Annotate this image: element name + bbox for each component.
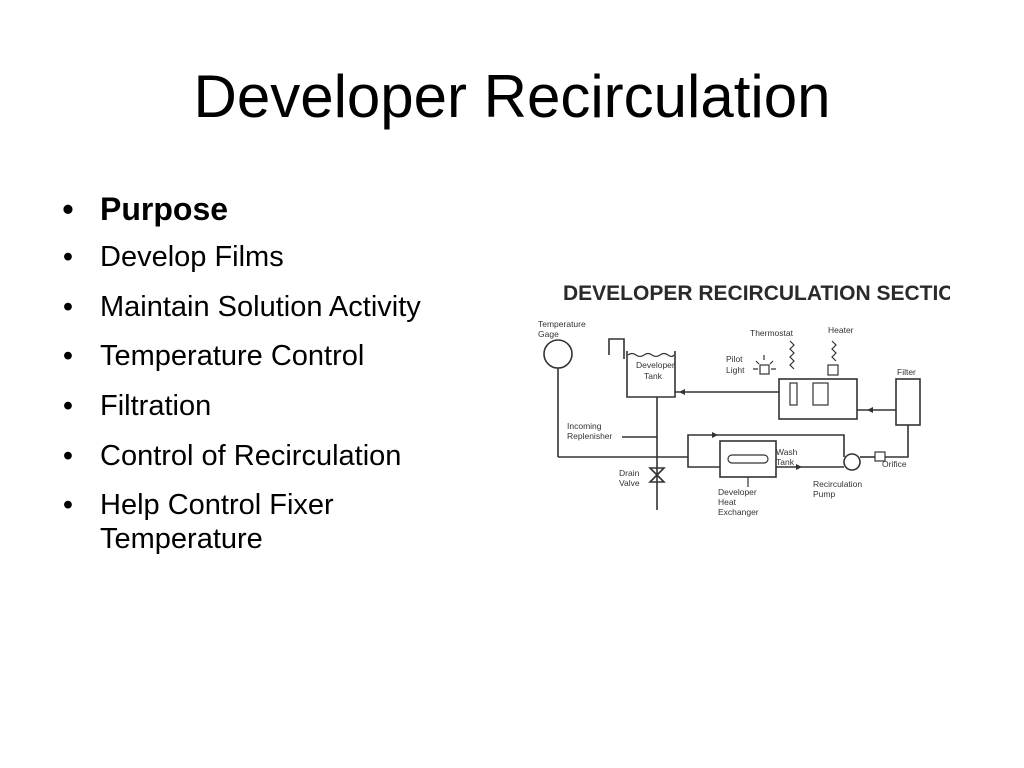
drain-valve-icon bbox=[648, 467, 666, 483]
tank-liquid-icon bbox=[627, 352, 675, 358]
bullet-item-filtration: • Filtration bbox=[58, 389, 498, 423]
bullet-icon: • bbox=[62, 191, 74, 227]
label-pilot-light-1: Pilot bbox=[726, 354, 743, 364]
pilot-light-rays-icon bbox=[753, 355, 776, 370]
label-thermostat: Thermostat bbox=[750, 328, 794, 338]
slide-title: Developer Recirculation bbox=[193, 63, 831, 130]
heat-exchanger-coil-icon bbox=[727, 454, 769, 464]
flow-arrow-icon bbox=[796, 464, 802, 470]
label-developer-tank-2: Tank bbox=[644, 371, 663, 381]
label-recirculation-pump-2: Pump bbox=[813, 489, 835, 499]
bullet-text: Develop Films bbox=[100, 241, 284, 273]
thermostat-probe-icon bbox=[789, 382, 798, 406]
label-temperature-gage-2: Gage bbox=[538, 329, 559, 339]
label-heat-exchanger-3: Exchanger bbox=[718, 507, 759, 517]
heater-tank-icon bbox=[778, 378, 858, 420]
bullet-icon: • bbox=[62, 390, 74, 423]
bullet-text: Purpose bbox=[100, 191, 229, 227]
label-drain-valve-1: Drain bbox=[619, 468, 640, 478]
diagram-heading: DEVELOPER RECIRCULATION SECTION bbox=[563, 282, 950, 305]
bullet-icon: • bbox=[62, 489, 74, 522]
label-developer-tank-1: Developer bbox=[636, 360, 675, 370]
filter-icon bbox=[895, 378, 921, 426]
heater-coil-icon bbox=[831, 340, 837, 362]
bullet-item-purpose: • Purpose bbox=[58, 188, 498, 230]
label-incoming-replenisher-1: Incoming bbox=[567, 421, 602, 431]
label-incoming-replenisher-2: Replenisher bbox=[567, 431, 613, 441]
bullet-item-temperature-control: • Temperature Control bbox=[58, 339, 498, 373]
label-recirculation-pump-1: Recirculation bbox=[813, 479, 862, 489]
pilot-light-icon bbox=[759, 364, 770, 375]
bullet-text: Temperature Control bbox=[100, 340, 365, 373]
filter-inlet-pipe bbox=[885, 425, 909, 458]
bullet-icon: • bbox=[62, 290, 74, 323]
bullet-list: • Purpose • Develop Films • Maintain Sol… bbox=[58, 188, 498, 572]
heater-element-icon bbox=[812, 382, 829, 406]
label-orifice: Orifice bbox=[882, 459, 907, 469]
bullet-text: Help Control Fixer Temperature bbox=[100, 489, 334, 556]
tank-overflow-pipe bbox=[608, 338, 625, 359]
recirculation-pump-icon bbox=[843, 453, 861, 471]
orifice-icon bbox=[874, 451, 886, 462]
label-heater: Heater bbox=[828, 325, 854, 335]
bullet-icon: • bbox=[62, 439, 74, 472]
label-heat-exchanger-2: Heat bbox=[718, 497, 737, 507]
label-wash-tank-2: Tank bbox=[776, 457, 795, 467]
label-wash-tank-1: Wash bbox=[776, 447, 798, 457]
bullet-text: Maintain Solution Activity bbox=[100, 290, 421, 323]
label-drain-valve-2: Valve bbox=[619, 478, 640, 488]
recirculation-diagram: DEVELOPER RECIRCULATION SECTION Temperat… bbox=[538, 282, 950, 517]
exchanger-inlet-pipe bbox=[687, 457, 720, 468]
bullet-item-help-control-fixer-temperature: • Help Control Fixer Temperature bbox=[58, 488, 498, 556]
developer-tank-icon bbox=[626, 351, 676, 398]
label-filter: Filter bbox=[897, 367, 916, 377]
bullet-item-develop-films: • Develop Films bbox=[58, 240, 498, 274]
thermostat-coil-icon bbox=[789, 340, 795, 370]
flow-arrow-icon bbox=[679, 389, 685, 395]
flow-arrow-icon bbox=[712, 432, 718, 438]
upper-loop-pipe bbox=[657, 434, 845, 458]
bullet-item-maintain-solution-activity: • Maintain Solution Activity bbox=[58, 290, 498, 324]
label-temperature-gage-1: Temperature bbox=[538, 319, 586, 329]
bullet-item-control-of-recirculation: • Control of Recirculation bbox=[58, 439, 498, 473]
bullet-text: Filtration bbox=[100, 390, 212, 423]
bullet-text: Control of Recirculation bbox=[100, 439, 402, 472]
label-pilot-light-2: Light bbox=[726, 365, 745, 375]
bullet-icon: • bbox=[62, 340, 74, 373]
label-heat-exchanger-1: Developer bbox=[718, 487, 757, 497]
heater-switch-icon bbox=[827, 364, 839, 376]
flow-arrow-icon bbox=[867, 407, 873, 413]
temperature-gage-icon bbox=[543, 339, 573, 369]
bullet-icon: • bbox=[62, 241, 74, 273]
